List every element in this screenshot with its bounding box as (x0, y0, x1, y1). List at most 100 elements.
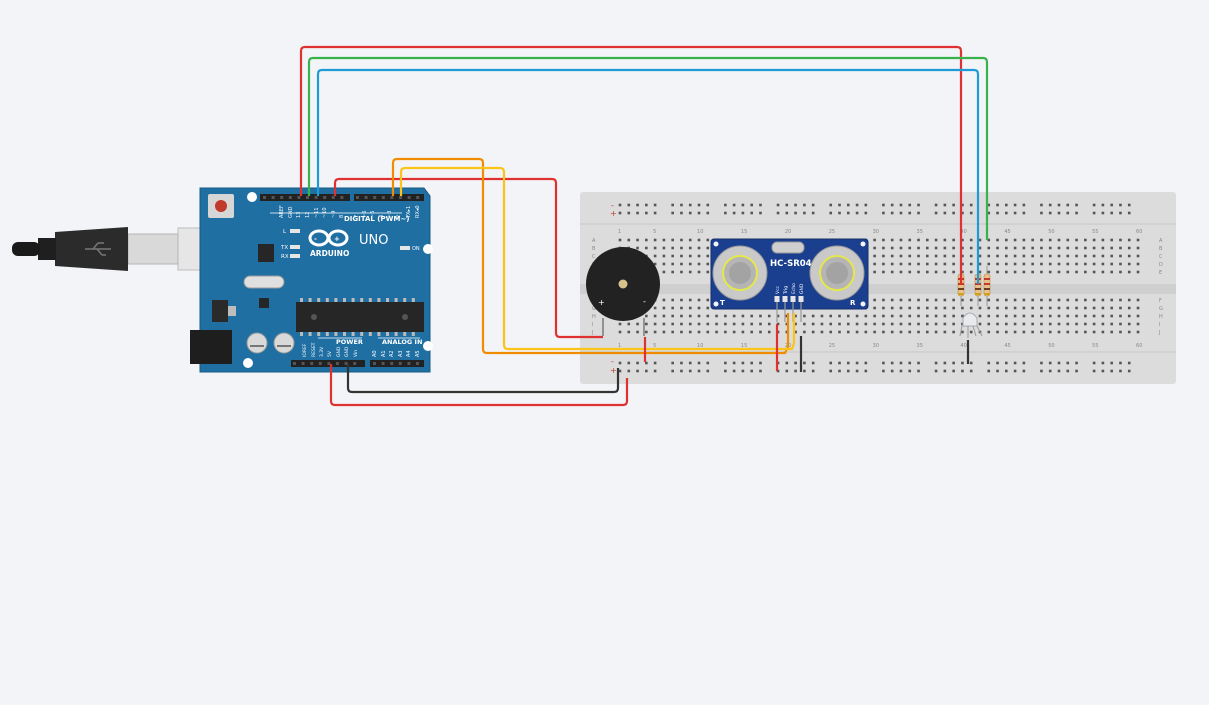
breadboard-hole[interactable] (636, 203, 639, 207)
breadboard-hole[interactable] (1022, 203, 1026, 207)
breadboard-hole[interactable] (1101, 298, 1105, 302)
breadboard-hole[interactable] (697, 262, 701, 266)
breadboard-hole[interactable] (873, 246, 876, 250)
breadboard-hole[interactable] (882, 203, 885, 207)
breadboard-hole[interactable] (1022, 306, 1026, 310)
breadboard-hole[interactable] (1040, 361, 1043, 365)
breadboard-hole[interactable] (846, 369, 850, 373)
breadboard-hole[interactable] (1084, 262, 1087, 266)
breadboard-hole[interactable] (1040, 254, 1043, 258)
breadboard-hole[interactable] (1048, 238, 1052, 242)
breadboard-hole[interactable] (873, 330, 876, 334)
breadboard-hole[interactable] (996, 246, 999, 250)
breadboard-hole[interactable] (1040, 314, 1043, 318)
breadboard-hole[interactable] (1075, 314, 1078, 318)
breadboard-hole[interactable] (855, 369, 859, 373)
breadboard-hole[interactable] (952, 246, 955, 250)
breadboard-hole[interactable] (908, 203, 912, 207)
breadboard-hole[interactable] (636, 361, 639, 365)
breadboard-hole[interactable] (671, 298, 674, 302)
breadboard-hole[interactable] (767, 330, 771, 334)
breadboard-hole[interactable] (688, 254, 692, 258)
breadboard-hole[interactable] (996, 361, 999, 365)
breadboard-hole[interactable] (996, 238, 999, 242)
breadboard-hole[interactable] (890, 246, 894, 250)
breadboard-hole[interactable] (618, 369, 622, 373)
breadboard-hole[interactable] (890, 270, 894, 274)
breadboard-hole[interactable] (969, 211, 973, 215)
breadboard-hole[interactable] (996, 254, 999, 258)
breadboard-hole[interactable] (732, 203, 736, 207)
breadboard-hole[interactable] (645, 369, 648, 373)
breadboard-hole[interactable] (987, 369, 991, 373)
breadboard-hole[interactable] (1048, 270, 1052, 274)
breadboard-hole[interactable] (1048, 306, 1052, 310)
breadboard-hole[interactable] (1031, 298, 1034, 302)
breadboard-hole[interactable] (934, 306, 938, 310)
piezo-buzzer[interactable]: + - (586, 247, 660, 336)
header-hole[interactable] (271, 196, 275, 199)
breadboard-hole[interactable] (1075, 369, 1078, 373)
breadboard-hole[interactable] (926, 262, 929, 266)
breadboard-hole[interactable] (724, 361, 727, 365)
breadboard-hole[interactable] (1013, 369, 1017, 373)
breadboard-hole[interactable] (1101, 330, 1105, 334)
breadboard-hole[interactable] (706, 246, 710, 250)
breadboard-hole[interactable] (1005, 254, 1008, 258)
breadboard-hole[interactable] (829, 211, 833, 215)
breadboard-hole[interactable] (794, 330, 797, 334)
breadboard-hole[interactable] (662, 314, 666, 318)
breadboard-hole[interactable] (899, 238, 903, 242)
breadboard-hole[interactable] (706, 238, 710, 242)
breadboard-hole[interactable] (618, 322, 622, 326)
breadboard-hole[interactable] (987, 361, 991, 365)
breadboard-hole[interactable] (662, 298, 666, 302)
breadboard-hole[interactable] (952, 262, 955, 266)
breadboard-hole[interactable] (864, 322, 868, 326)
breadboard-hole[interactable] (873, 314, 876, 318)
breadboard-hole[interactable] (627, 322, 631, 326)
breadboard-hole[interactable] (759, 330, 762, 334)
breadboard-hole[interactable] (1127, 262, 1131, 266)
breadboard-hole[interactable] (838, 211, 841, 215)
breadboard-hole[interactable] (969, 369, 973, 373)
breadboard-hole[interactable] (697, 238, 701, 242)
header-hole[interactable] (373, 196, 377, 199)
breadboard-hole[interactable] (662, 246, 666, 250)
header-hole[interactable] (407, 196, 411, 199)
breadboard-hole[interactable] (662, 330, 666, 334)
breadboard-hole[interactable] (978, 298, 982, 302)
breadboard-hole[interactable] (917, 211, 920, 215)
breadboard-hole[interactable] (697, 306, 701, 310)
breadboard-hole[interactable] (952, 322, 955, 326)
breadboard-hole[interactable] (1084, 306, 1087, 310)
breadboard-hole[interactable] (1040, 211, 1043, 215)
breadboard-hole[interactable] (961, 298, 964, 302)
breadboard-hole[interactable] (741, 314, 745, 318)
breadboard-hole[interactable] (1048, 330, 1052, 334)
breadboard-hole[interactable] (750, 361, 753, 365)
breadboard-hole[interactable] (890, 361, 894, 365)
breadboard-hole[interactable] (1005, 361, 1008, 365)
breadboard-hole[interactable] (1022, 322, 1026, 326)
breadboard-hole[interactable] (1057, 330, 1061, 334)
breadboard-hole[interactable] (1075, 361, 1078, 365)
breadboard-hole[interactable] (1110, 270, 1113, 274)
breadboard-hole[interactable] (1066, 330, 1070, 334)
breadboard-hole[interactable] (1092, 270, 1096, 274)
breadboard-hole[interactable] (688, 314, 692, 318)
breadboard-hole[interactable] (1119, 238, 1122, 242)
breadboard-hole[interactable] (1084, 314, 1087, 318)
breadboard-hole[interactable] (697, 369, 701, 373)
breadboard-hole[interactable] (1066, 270, 1070, 274)
breadboard-hole[interactable] (1127, 270, 1131, 274)
breadboard-hole[interactable] (1022, 298, 1026, 302)
breadboard-hole[interactable] (1040, 306, 1043, 310)
breadboard-hole[interactable] (653, 211, 657, 215)
breadboard-hole[interactable] (952, 254, 955, 258)
breadboard-hole[interactable] (969, 270, 973, 274)
breadboard-hole[interactable] (1101, 314, 1105, 318)
breadboard-hole[interactable] (1031, 306, 1034, 310)
breadboard-hole[interactable] (636, 238, 639, 242)
